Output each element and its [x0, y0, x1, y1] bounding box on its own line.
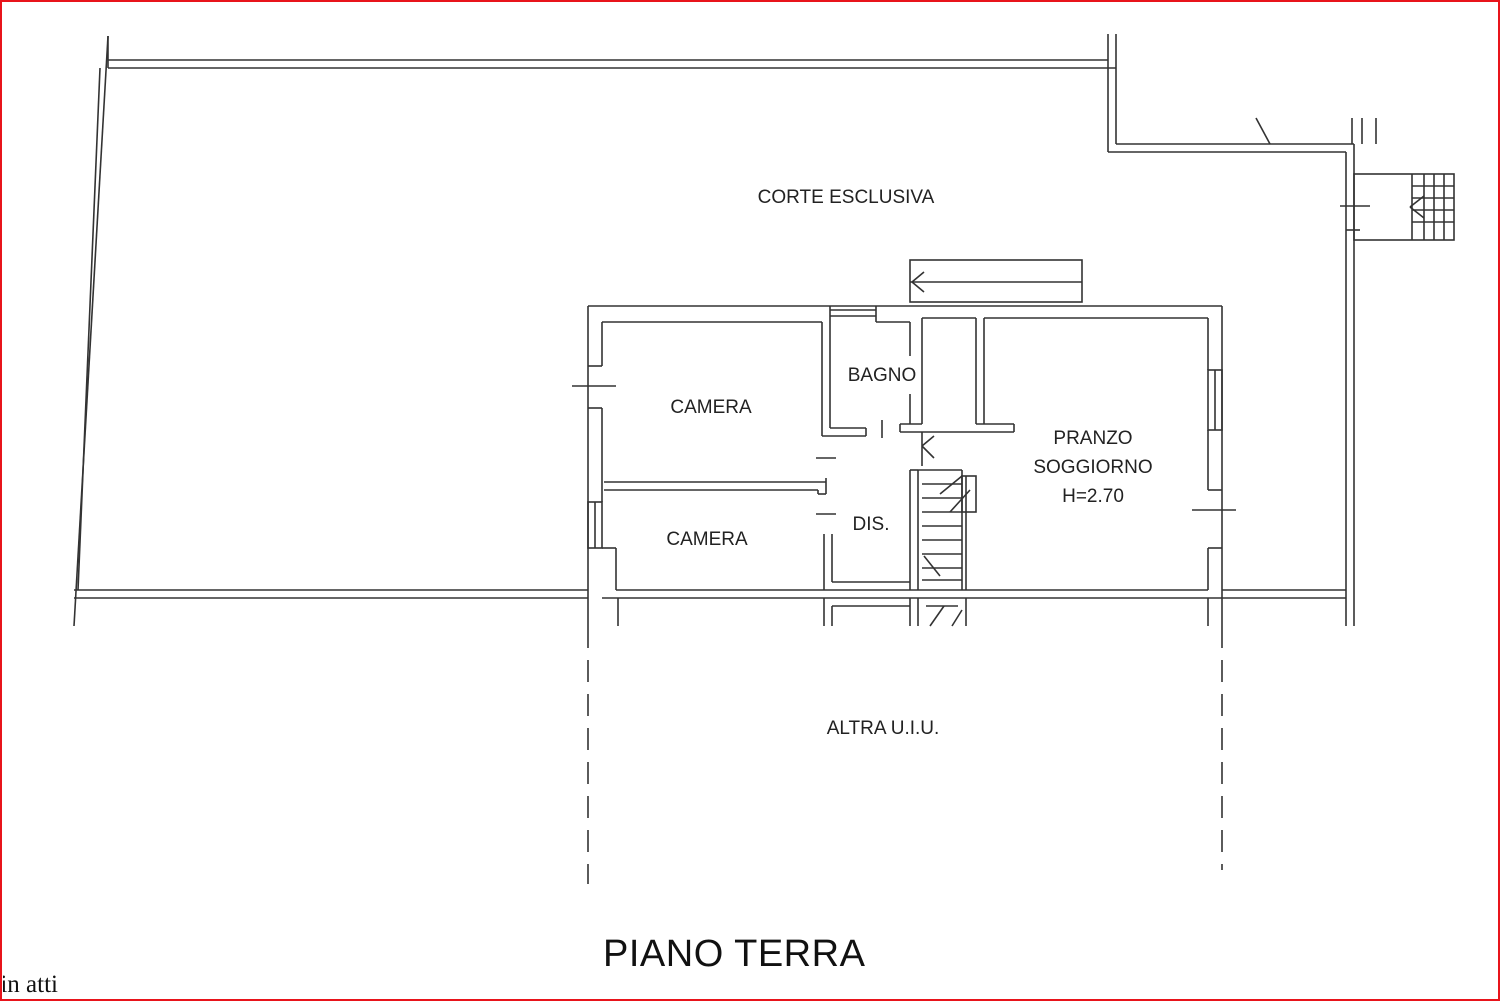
altra-uiu-boundary [587, 626, 1223, 884]
internal-stair [918, 432, 977, 590]
room-label-altra-uiu: ALTRA U.I.U. [826, 718, 940, 739]
room-label-corte-esclusiva: CORTE ESCLUSIVA [757, 187, 935, 208]
room-label-disimpegno: DIS. [852, 514, 890, 535]
room-label-pranzo: PRANZO [1053, 428, 1133, 449]
room-label-camera-upper: CAMERA [670, 397, 752, 418]
external-stair [1353, 173, 1455, 241]
room-height-label: H=2.70 [1062, 486, 1124, 507]
room-label-soggiorno: SOGGIORNO [1033, 457, 1153, 478]
room-label-camera-lower: CAMERA [666, 529, 748, 550]
interior-walls [601, 318, 1015, 590]
room-label-bagno: BAGNO [847, 365, 917, 386]
footer-note: in atti [3, 971, 58, 998]
house-walls [572, 305, 1236, 627]
courtyard-boundary [73, 34, 1377, 627]
entrance-step [909, 259, 1083, 303]
floor-title: PIANO TERRA [603, 933, 866, 975]
